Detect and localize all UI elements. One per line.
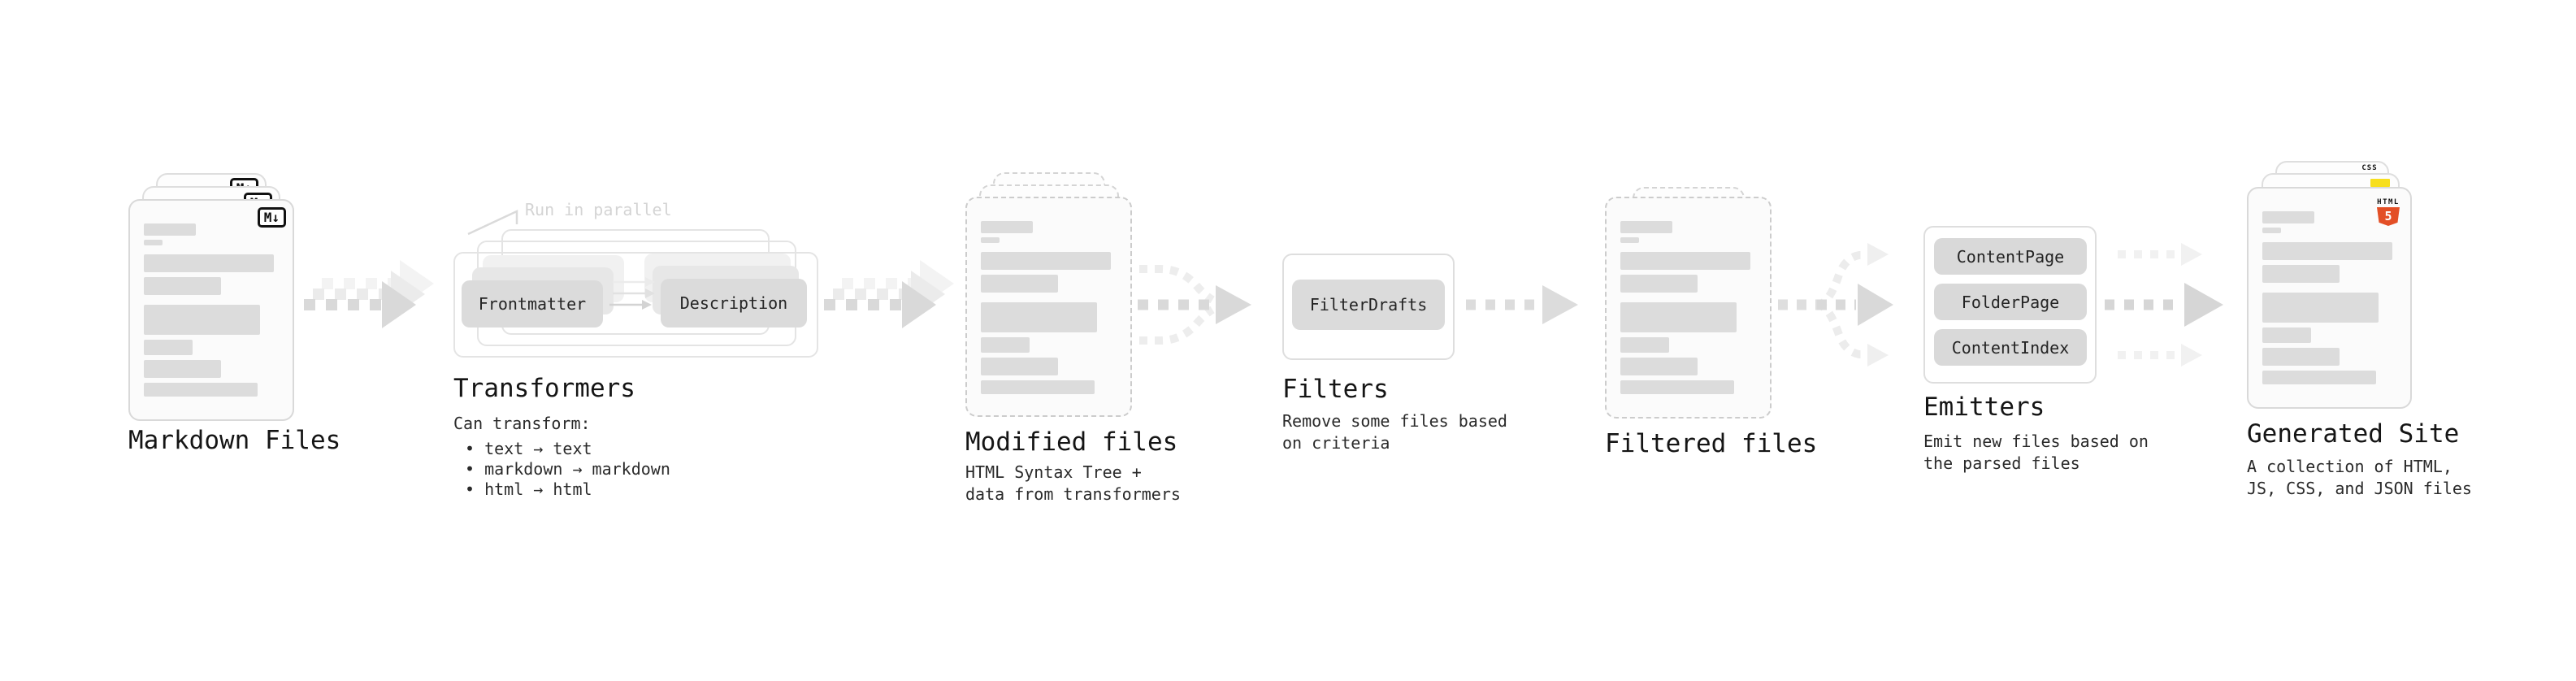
arrow-markdown-to-transformers	[304, 260, 434, 328]
html5-icon-word: HTML	[2377, 198, 2400, 206]
emitters-desc-line1: Emit new files based on	[1923, 432, 2149, 451]
mini-arrow-icon	[613, 277, 655, 287]
js-icon	[2370, 179, 2390, 187]
text-line-bar	[1620, 358, 1698, 375]
emitter-box-contentpage: ContentPage	[1934, 238, 2087, 275]
text-line-bar	[2262, 348, 2340, 366]
emitters-desc-line2: the parsed files	[1923, 453, 2080, 473]
text-line-bar	[981, 337, 1030, 353]
text-line-bar	[981, 221, 1033, 233]
stage-label-filtered-files: Filtered files	[1605, 429, 1818, 458]
transformer-box-description: Description	[661, 279, 807, 327]
filters-desc-line2: on criteria	[1282, 433, 1390, 453]
html5-icon-number: 5	[2384, 209, 2392, 223]
text-line-bar	[1620, 380, 1734, 394]
transformers-bullet: • text → text	[465, 439, 592, 458]
mini-arrow-icon	[613, 288, 655, 298]
html5-icon-shield: 5	[2377, 207, 2400, 226]
stage-label-filters: Filters	[1282, 375, 1389, 404]
stage-label-transformers: Transformers	[453, 374, 635, 403]
modified-desc-line2: data from transformers	[965, 484, 1181, 504]
filters-shell	[1282, 254, 1455, 360]
text-line-bar	[1620, 302, 1737, 332]
filter-box-filterdrafts: FilterDrafts	[1292, 280, 1445, 330]
transformer-shell-front	[453, 252, 818, 358]
mini-arrow-icon	[609, 300, 652, 310]
transformers-desc-title: Can transform:	[453, 414, 591, 433]
text-line-bar	[2262, 211, 2314, 223]
run-in-parallel-note: Run in parallel	[525, 200, 672, 219]
text-line-bar	[2262, 242, 2392, 260]
text-line-bar	[1620, 221, 1672, 233]
filters-desc: Remove some files based on criteria	[1282, 410, 1507, 454]
document-card	[965, 197, 1132, 417]
stage-label-emitters: Emitters	[1923, 393, 2045, 422]
generated-desc-line1: A collection of HTML,	[2247, 457, 2452, 476]
stage-label-modified-files: Modified files	[965, 427, 1178, 457]
text-line-bar	[1620, 252, 1750, 270]
generated-desc: A collection of HTML, JS, CSS, and JSON …	[2247, 456, 2472, 500]
filters-desc-line1: Remove some files based	[1282, 411, 1507, 431]
text-line-bar	[2262, 371, 2376, 384]
text-line-bar	[1620, 337, 1669, 353]
document-card: M↓	[128, 199, 294, 421]
emitter-box-folderpage: FolderPage	[1934, 284, 2087, 320]
stage-label-markdown-files: Markdown Files	[128, 426, 341, 455]
text-line-bar	[981, 252, 1111, 270]
text-line-bar	[2262, 327, 2311, 343]
modified-desc: HTML Syntax Tree + data from transformer…	[965, 462, 1181, 505]
document-card	[1605, 197, 1772, 419]
text-line-bar	[1620, 237, 1639, 243]
text-line-bar	[144, 254, 274, 272]
text-line-bar	[981, 358, 1058, 375]
text-line-bar	[2262, 293, 2379, 323]
text-line-bar	[144, 340, 193, 355]
text-line-bar	[2262, 228, 2281, 233]
text-line-bar	[981, 237, 1000, 243]
transformers-bullet: • html → html	[465, 479, 592, 499]
text-line-bar	[144, 383, 258, 397]
text-line-bar	[981, 302, 1097, 332]
document-text-lines	[2249, 211, 2410, 384]
text-line-bar	[144, 277, 221, 295]
stage-label-generated-site: Generated Site	[2247, 419, 2460, 449]
text-line-bar	[144, 223, 196, 236]
document-text-lines	[967, 221, 1130, 394]
modified-desc-line1: HTML Syntax Tree +	[965, 462, 1142, 482]
text-line-bar	[981, 275, 1058, 293]
callout-line	[467, 210, 518, 236]
text-line-bar	[2262, 265, 2340, 283]
emitters-shell	[1923, 226, 2097, 384]
transformer-box-frontmatter: Frontmatter	[462, 280, 603, 327]
arrow-transformers-to-modified	[824, 260, 954, 328]
text-line-bar	[144, 240, 163, 245]
text-line-bar	[1620, 275, 1698, 293]
document-card: HTML 5	[2247, 187, 2412, 409]
text-line-bar	[144, 305, 260, 335]
arrow-modified-to-filters	[1138, 265, 1251, 345]
arrow-filtered-to-emitters	[1778, 243, 1893, 367]
arrow-filters-to-filtered	[1466, 285, 1578, 324]
emitters-desc: Emit new files based on the parsed files	[1923, 431, 2149, 475]
document-text-lines	[130, 223, 293, 397]
text-line-bar	[144, 360, 221, 378]
markdown-icon: M↓	[257, 207, 286, 228]
generated-desc-line2: JS, CSS, and JSON files	[2247, 479, 2472, 498]
transformers-bullet: • markdown → markdown	[465, 459, 670, 479]
document-text-lines	[1607, 221, 1770, 394]
emitter-box-contentindex: ContentIndex	[1934, 329, 2087, 366]
arrow-emitters-to-generated	[2105, 243, 2223, 367]
text-line-bar	[981, 380, 1095, 394]
css-icon-word: CSS	[2361, 164, 2378, 172]
html5-icon: HTML 5	[2376, 198, 2400, 226]
